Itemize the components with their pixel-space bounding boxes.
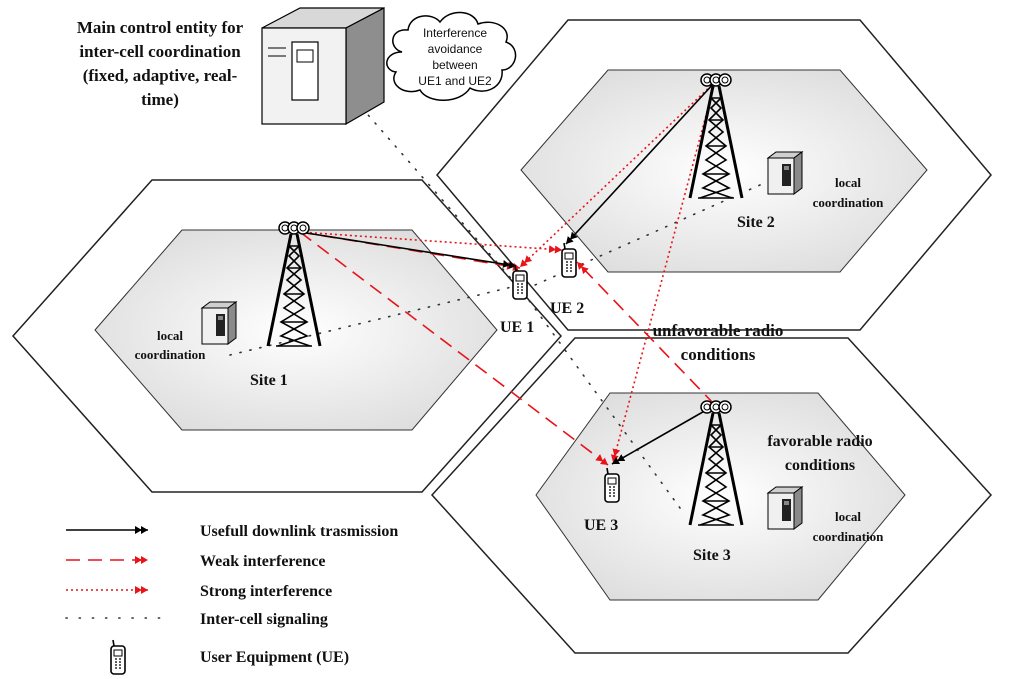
useful-downlink-lines [299,81,716,465]
cloud-icon [386,11,517,101]
ue-2-label: UE 2 [550,300,584,317]
local-coord-3-line1: local [835,509,861,524]
site-1-label: Site 1 [250,372,288,389]
cloud-text-3: between [432,58,477,72]
favorable-text-2: conditions [785,457,855,474]
local-coord-2-line2: coordination [813,195,885,210]
local-coord-1-line2: coordination [135,347,207,362]
legend: Usefull downlink trasmission Weak interf… [65,523,398,675]
cloud-text-1: Interference [423,26,487,40]
local-coord-2-line1: local [835,175,861,190]
main-control-text-2: inter-cell coordination [79,42,241,61]
ue-1-label: UE 1 [500,319,534,336]
cell-hex-1 [11,179,563,493]
legend-useful-label: Usefull downlink trasmission [200,523,398,540]
strong-interference-lines [299,81,716,463]
local-coord-1-line1: local [157,328,183,343]
legend-weak-label: Weak interference [200,553,325,570]
cloud-text-2: avoidance [428,42,483,56]
main-server-icon [261,7,385,126]
legend-phone-icon [110,639,126,675]
cloud-text-4: UE1 and UE2 [418,74,492,88]
unfavorable-text-2: conditions [681,345,756,364]
site-3-label: Site 3 [693,547,731,564]
legend-ue-label: User Equipment (UE) [200,649,349,666]
legend-strong-label: Strong interference [200,583,332,600]
local-coord-3-line2: coordination [813,529,885,544]
ue-3-label: UE 3 [584,517,618,534]
main-control-text-3: (fixed, adaptive, real- [83,66,238,85]
server-icon [767,151,803,195]
legend-signaling-label: Inter-cell signaling [200,611,328,628]
favorable-text-1: favorable radio [767,433,872,450]
server-icon [201,301,237,345]
main-control-text-4: time) [141,90,179,109]
main-control-text-1: Main control entity for [77,18,244,37]
unfavorable-text-1: unfavorable radio [653,321,784,340]
server-icon [767,486,803,530]
site-2-label: Site 2 [737,214,775,231]
